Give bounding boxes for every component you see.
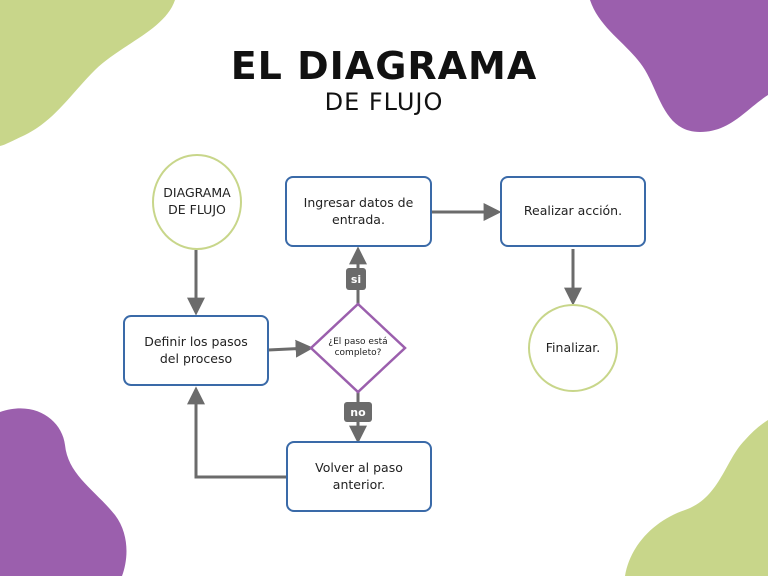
blob-bottom-right <box>625 420 768 576</box>
page-title: EL DIAGRAMA <box>230 44 538 88</box>
blob-top-right <box>590 0 768 132</box>
page-subtitle: DE FLUJO <box>324 88 444 116</box>
node-back: Volver al paso anterior. <box>286 441 432 512</box>
node-action: Realizar acción. <box>500 176 646 247</box>
node-end: Finalizar. <box>528 304 618 392</box>
no-label: no <box>344 402 372 422</box>
node-start: DIAGRAMA DE FLUJO <box>152 154 242 250</box>
blob-top-left <box>0 0 175 146</box>
decision-diamond <box>309 302 407 394</box>
yes-label: si <box>346 268 366 290</box>
arrow-back-to-define <box>187 386 287 479</box>
node-decision-label: ¿El paso está completo? <box>328 336 388 358</box>
node-define: Definir los pasos del proceso <box>123 315 269 386</box>
blob-bottom-left <box>0 408 127 576</box>
node-input: Ingresar datos de entrada. <box>285 176 432 247</box>
arrow-define-to-decision <box>267 339 314 358</box>
